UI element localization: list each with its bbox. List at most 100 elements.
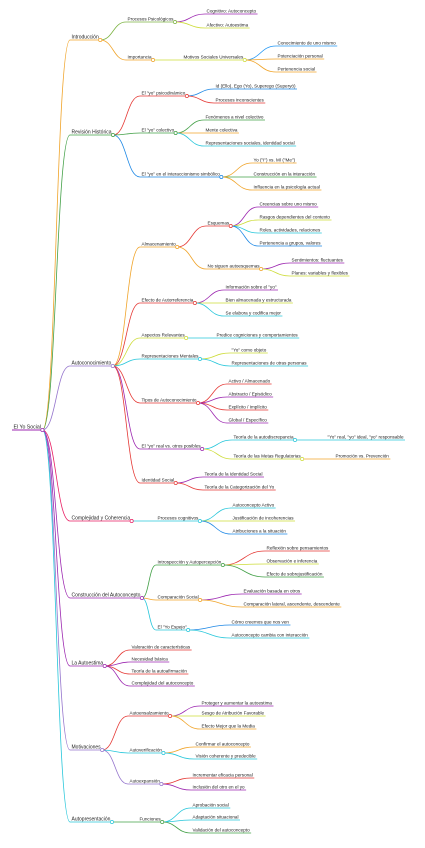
mindmap-node-vision-coherente-y-predecible[interactable]: Visión coherente y predecible [194, 753, 258, 760]
mindmap-node-potenciacion-personal[interactable]: Potenciación personal [276, 53, 325, 60]
mindmap-node-aprobacion-social[interactable]: Aprobación social [191, 802, 231, 809]
mindmap-node-como-creemos-que-nos-ven[interactable]: Cómo creemos que nos ven [230, 619, 291, 626]
mindmap-node-promocion-vs-prevencion[interactable]: Promoción vs. Prevención [334, 453, 391, 460]
mindmap-root[interactable]: El Yo Social [12, 424, 43, 431]
mindmap-node-comparacion-lateral-ascendente-descenden[interactable]: Comparación lateral, ascendente, descend… [242, 601, 342, 608]
mindmap-node-el-yo-real-vs-otros-posibles[interactable]: El "yo" real vs. otros posibles [140, 443, 203, 450]
collapse-toggle-icon[interactable] [242, 58, 247, 62]
mindmap-node-evaluacion-basada-en-otros[interactable]: Evaluación basada en otros [242, 588, 302, 595]
mindmap-node-conocimiento-de-uno-mismo[interactable]: Conocimiento de uno mismo [276, 40, 338, 47]
mindmap-node-la-autoestima[interactable]: La Autoestima [70, 660, 105, 666]
mindmap-node-efecto-de-sobrejustificacion[interactable]: Efecto de sobrejustificación [265, 571, 324, 578]
mindmap-node-id-ello-ego-yo-superego-superyo[interactable]: Id (Ello), Ego (Yo), Superego (Superyó) [214, 83, 298, 90]
mindmap-node-el-yo-espejo[interactable]: El "Yo Espejo" [156, 624, 189, 631]
mindmap-node-pertenencia-a-grupos-valores[interactable]: Pertenencia a grupos, valores [258, 240, 323, 247]
mindmap-node-efecto-mejor-que-la-media[interactable]: Efecto Mejor que la Media [200, 723, 257, 730]
collapse-toggle-icon[interactable] [220, 563, 225, 567]
collapse-toggle-icon[interactable] [98, 38, 103, 42]
collapse-toggle-icon[interactable] [160, 820, 165, 824]
mindmap-node-representaciones-sociales-identidad-soci[interactable]: Representaciones sociales, identidad soc… [204, 140, 297, 147]
mindmap-node-yo-como-objeto[interactable]: "Yo" como objeto [230, 347, 268, 354]
mindmap-node-representaciones-de-otras-personas[interactable]: Representaciones de otras personas [230, 360, 309, 367]
mindmap-node-construccion-en-la-interaccion[interactable]: Construcción en la interacción [252, 171, 317, 178]
mindmap-node-el-yo-en-el-interaccionismo-simbolico[interactable]: El "yo" en el interaccionismo simbólico [140, 171, 222, 178]
mindmap-node-observacion-e-inferencia[interactable]: Observación e inferencia [265, 558, 319, 565]
mindmap-node-informacion-sobre-el-yo[interactable]: Información sobre el "yo" [224, 284, 279, 291]
mindmap-node-autoconocimiento[interactable]: Autoconocimiento [70, 360, 113, 367]
mindmap-node-bien-almacenada-y-estructurada[interactable]: Bien almacenada y estructurada [224, 297, 293, 304]
mindmap-node-pertenencia-social[interactable]: Pertenencia social [276, 66, 317, 73]
mindmap-node-motivaciones[interactable]: Motivaciones [70, 744, 103, 750]
mindmap-node-importancia[interactable]: Importancia [126, 54, 154, 61]
mindmap-node-reflexion-sobre-pensamientos[interactable]: Reflexión sobre pensamientos [265, 545, 330, 552]
mindmap-node-motivos-sociales-universales[interactable]: Motivos Sociales Universales [182, 54, 245, 61]
mindmap-node-fenomenos-a-nivel-colectivo[interactable]: Fenómenos a nivel colectivo [204, 114, 265, 121]
mindmap-node-el-yo-psicodinamico[interactable]: El "yo" psicodinámico [140, 90, 187, 97]
mindmap-node-autoensalzamiento[interactable]: Autoensalzamiento [128, 710, 171, 717]
mindmap-node-atribuciones-a-la-situacion[interactable]: Atribuciones a la situación [231, 528, 288, 535]
collapse-toggle-icon[interactable] [40, 428, 45, 432]
mindmap-node-validacion-del-autoconcepto[interactable]: Validación del autoconcepto [191, 827, 252, 834]
collapse-toggle-icon[interactable] [109, 820, 114, 824]
collapse-toggle-icon[interactable] [100, 748, 105, 752]
mindmap-node-confirmar-el-autoconcepto[interactable]: Confirmar el autoconcepto [194, 741, 251, 748]
mindmap-node-revision-historica[interactable]: Revisión Histórica [70, 129, 114, 136]
mindmap-node-introduccion[interactable]: Introducción [70, 34, 101, 40]
collapse-toggle-icon[interactable] [192, 301, 197, 305]
collapse-toggle-icon[interactable] [111, 133, 115, 137]
mindmap-node-efecto-de-autorreferencia[interactable]: Efecto de Autorreferencia [140, 297, 195, 304]
mindmap-node-adaptacion-situacional[interactable]: Adaptación situacional [191, 814, 240, 821]
collapse-toggle-icon[interactable] [198, 357, 202, 361]
collapse-toggle-icon[interactable] [173, 131, 178, 135]
mindmap-node-teoria-de-las-metas-regulatorias[interactable]: Teoría de las Metas Regulatorias [232, 453, 303, 460]
mindmap-node-introspeccion-y-autopercepcion[interactable]: Introspección y Autopercepción [156, 559, 223, 566]
mindmap-node-autoconcepto-cambia-con-interaccion[interactable]: Autoconcepto cambia con interacción [230, 632, 310, 639]
mindmap-node-complejidad-y-coherencia[interactable]: Complejidad y Coherencia [70, 515, 132, 521]
collapse-toggle-icon[interactable] [219, 175, 224, 179]
mindmap-node-yo-real-yo-ideal-yo-responsable[interactable]: "Yo" real, "yo" ideal, "yo" responsable [326, 434, 406, 441]
collapse-toggle-icon[interactable] [159, 782, 164, 786]
mindmap-node-complejidad-del-autoconcepto[interactable]: Complejidad del autoconcepto [130, 680, 195, 687]
mindmap-node-mente-colectiva[interactable]: Mente colectiva [204, 127, 239, 134]
mindmap-node-rasgos-dependientes-del-contexto[interactable]: Rasgos dependientes del contexto [258, 214, 332, 221]
collapse-toggle-icon[interactable] [200, 447, 205, 451]
mindmap-node-autoverificacion[interactable]: Autoverificación [128, 747, 164, 754]
collapse-toggle-icon[interactable] [197, 519, 202, 523]
mindmap-node-planes-variables-y-flexibles[interactable]: Planes: variables y flexibles [290, 270, 350, 277]
collapse-toggle-icon[interactable] [161, 751, 166, 755]
mindmap-node-proteger-y-aumentar-la-autoestima[interactable]: Proteger y aumentar la autoestima [200, 700, 274, 707]
mindmap-node-funciones[interactable]: Funciones [138, 816, 163, 823]
mindmap-node-necesidad-basica[interactable]: Necesidad básica [130, 656, 170, 663]
mindmap-node-roles-actividades-relaciones[interactable]: Roles, actividades, relaciones [258, 227, 322, 234]
collapse-toggle-icon[interactable] [129, 519, 134, 523]
collapse-toggle-icon[interactable] [110, 364, 115, 368]
mindmap-node-autopresentacion[interactable]: Autopresentación [70, 816, 112, 822]
mindmap-node-representaciones-mentales[interactable]: Representaciones Mentales [140, 353, 200, 360]
collapse-toggle-icon[interactable] [196, 401, 200, 405]
collapse-toggle-icon[interactable] [184, 336, 189, 340]
mindmap-node-teoria-de-la-categorizacion-del-yo[interactable]: Teoría de la Categorización del Yo [203, 484, 276, 491]
mindmap-node-tipos-de-autoconocimiento[interactable]: Tipos de Autoconocimiento [140, 397, 198, 404]
mindmap-node-valoracion-de-caracteristicas[interactable]: Valoración de características [130, 644, 192, 651]
mindmap-node-cognitivo-autoconcepto[interactable]: Cognitivo: Autoconcepto [205, 8, 258, 15]
mindmap-node-aspectos-relevantes[interactable]: Aspectos Relevantes [140, 332, 187, 339]
collapse-toggle-icon[interactable] [139, 596, 144, 600]
mindmap-node-influencia-en-la-psicologia-actual[interactable]: Influencia en la psicología actual [252, 184, 322, 191]
collapse-toggle-icon[interactable] [259, 267, 264, 271]
collapse-toggle-icon[interactable] [175, 245, 180, 249]
collapse-toggle-icon[interactable] [168, 714, 173, 718]
mindmap-node-esquemas[interactable]: Esquemas [206, 220, 231, 227]
mindmap-node-se-elabora-y-codifica-mejor[interactable]: Se elabora y codifica mejor [224, 310, 283, 317]
mindmap-node-el-yo-colectivo[interactable]: El "yo" colectivo [140, 127, 176, 134]
mindmap-node-construccion-del-autoconcepto[interactable]: Construcción del Autoconcepto [70, 592, 142, 598]
collapse-toggle-icon[interactable] [228, 224, 233, 228]
mindmap-node-teoria-de-la-autodiscrepancia[interactable]: Teoría de la autodiscrepancia [232, 434, 296, 441]
mindmap-node-procesos-psicologicos[interactable]: Procesos Psicológicos [126, 16, 175, 23]
collapse-toggle-icon[interactable] [151, 58, 155, 62]
mindmap-node-activo-almacenado[interactable]: Activo / Almacenado [227, 378, 272, 385]
mindmap-node-inclusion-del-otro-en-el-yo[interactable]: Inclusión del otro en el yo [191, 784, 247, 791]
collapse-toggle-icon[interactable] [186, 628, 191, 632]
collapse-toggle-icon[interactable] [293, 438, 297, 442]
collapse-toggle-icon[interactable] [102, 664, 107, 668]
mindmap-node-sesgo-de-atribucion-favorable[interactable]: Sesgo de Atribución Favorable [200, 710, 266, 717]
